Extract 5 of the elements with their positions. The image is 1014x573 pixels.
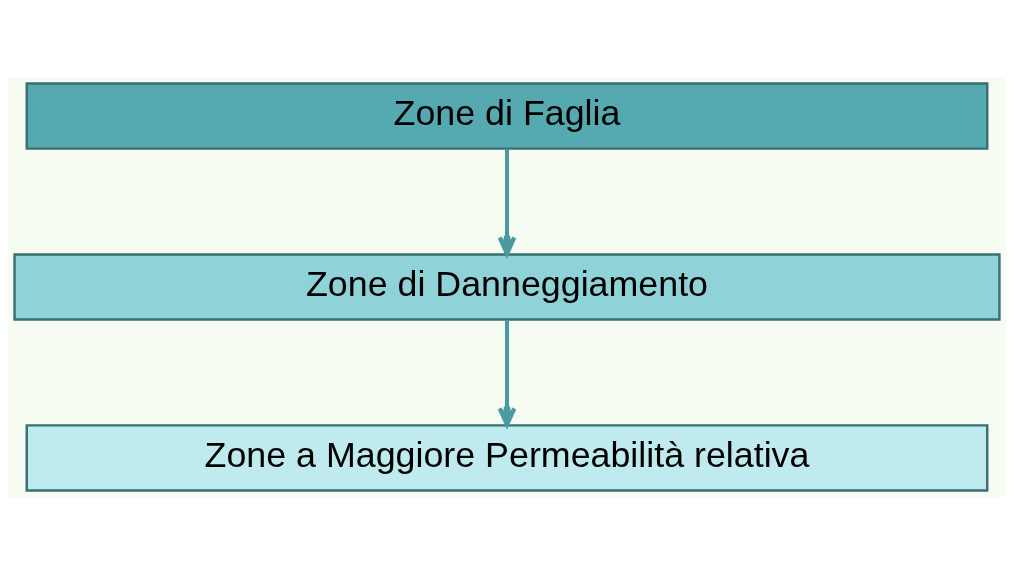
node-box: Zone a Maggiore Permeabilità relativa: [25, 423, 989, 492]
node-box: Zone di Danneggiamento: [13, 252, 1001, 321]
node-box: Zone di Faglia: [25, 81, 989, 150]
arrow: [497, 148, 517, 256]
arrow: [497, 319, 517, 427]
